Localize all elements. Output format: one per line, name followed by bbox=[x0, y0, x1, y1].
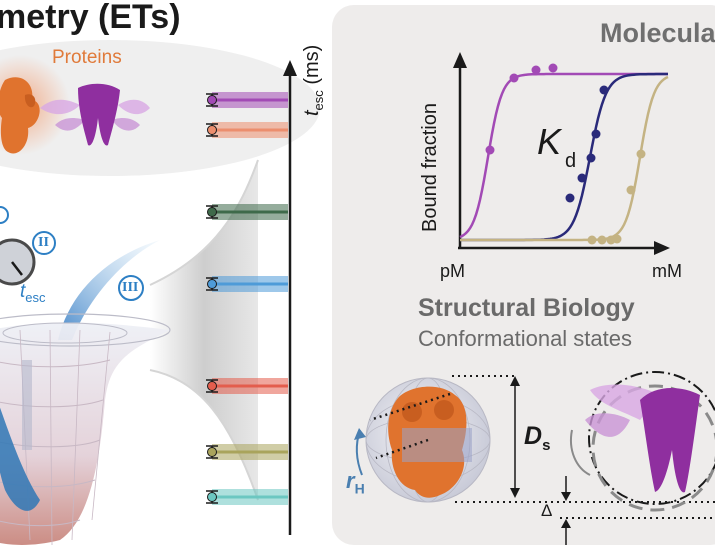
escape-bar bbox=[206, 122, 288, 138]
escape-bar bbox=[206, 204, 288, 220]
rh-label: rH bbox=[346, 468, 365, 497]
delta-label: Δ bbox=[541, 501, 553, 520]
structural-biology-title: Structural Biology bbox=[418, 294, 635, 322]
escape-bar bbox=[206, 276, 288, 292]
mm-label: mM bbox=[652, 261, 682, 281]
hydration-sphere bbox=[354, 377, 491, 503]
purple-protein-icon bbox=[40, 83, 150, 146]
funnel bbox=[150, 160, 258, 500]
binding-point bbox=[565, 193, 575, 203]
stopwatch-icon bbox=[0, 206, 36, 286]
binding-point bbox=[636, 149, 646, 159]
figure-title: metry (ETs) bbox=[0, 0, 181, 36]
binding-point bbox=[612, 234, 622, 244]
escape-bar bbox=[206, 444, 288, 460]
conformation-circle bbox=[570, 371, 715, 512]
stage-iii-label: III bbox=[122, 280, 139, 295]
ds-dimension bbox=[452, 375, 715, 545]
molecular-label: Molecula bbox=[600, 18, 715, 48]
binding-point bbox=[548, 63, 558, 73]
escape-bars bbox=[206, 92, 288, 505]
bound-fraction-axis-label: Bound fraction bbox=[419, 103, 441, 232]
conformational-states-subtitle: Conformational states bbox=[418, 326, 632, 351]
escape-time-label: tesc bbox=[20, 281, 46, 305]
binding-point bbox=[626, 185, 636, 195]
escape-bar bbox=[206, 489, 288, 505]
pm-label: pM bbox=[440, 261, 466, 281]
binding-point bbox=[586, 153, 596, 163]
binding-point bbox=[509, 73, 519, 83]
escape-time-axis bbox=[283, 60, 297, 535]
escape-time-axis-label: tesc (ms) bbox=[301, 44, 326, 116]
protein-cloud bbox=[0, 40, 320, 176]
stage-ii-label: II bbox=[38, 235, 49, 250]
binding-point bbox=[599, 85, 609, 95]
stage-marker-ii bbox=[32, 231, 56, 255]
kd-label: K bbox=[537, 121, 562, 162]
binding-point bbox=[577, 173, 587, 183]
proteins-label: Proteins bbox=[52, 47, 122, 68]
potential-well bbox=[0, 313, 171, 546]
escape-beam bbox=[58, 240, 160, 340]
binding-point bbox=[591, 129, 601, 139]
kd-subscript: d bbox=[565, 150, 577, 172]
stage-marker-iii bbox=[118, 275, 144, 301]
binding-point bbox=[587, 235, 597, 245]
orange-protein-icon bbox=[0, 77, 40, 154]
escape-bar bbox=[206, 92, 288, 108]
binding-point bbox=[597, 235, 607, 245]
ds-label: Ds bbox=[524, 422, 551, 454]
escape-bar bbox=[206, 378, 288, 394]
binding-curve-axes bbox=[453, 52, 670, 255]
binding-point bbox=[531, 65, 541, 75]
binding-curves bbox=[459, 63, 669, 245]
binding-point bbox=[485, 145, 495, 155]
